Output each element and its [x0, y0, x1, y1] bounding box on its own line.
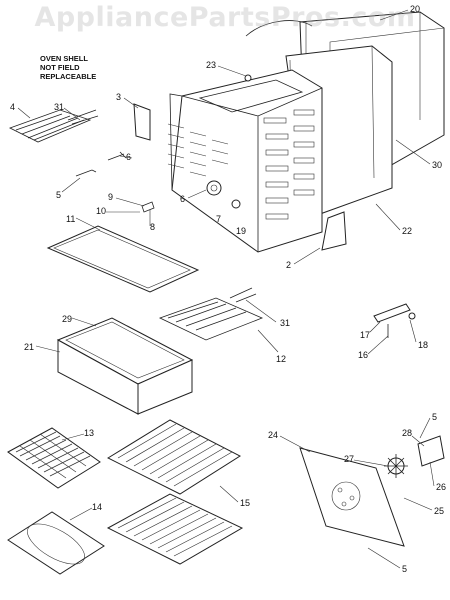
callout-12: 12 — [276, 354, 287, 364]
callout-15: 15 — [240, 498, 251, 508]
callout-23: 23 — [206, 60, 217, 70]
callout-10: 10 — [96, 206, 107, 216]
oven-cavity — [167, 69, 323, 253]
wire-part-20 — [245, 20, 313, 37]
callout-29: 29 — [62, 314, 73, 324]
callout-5c: 5 — [402, 564, 408, 574]
callout-4: 4 — [10, 102, 16, 112]
convection-hardware-part-17 — [373, 303, 416, 338]
callout-28: 28 — [402, 428, 413, 438]
bake-element-part-12 — [158, 287, 264, 341]
oven-rack-part-15-upper — [106, 419, 242, 495]
callout-5b: 5 — [432, 412, 438, 422]
callout-19: 19 — [236, 226, 247, 236]
callout-22: 22 — [402, 226, 413, 236]
callout-11: 11 — [66, 214, 76, 224]
broiler-pan-insert-part-14 — [7, 511, 105, 575]
callout-25: 25 — [434, 506, 445, 516]
callout-24: 24 — [268, 430, 279, 440]
convection-fan-cover-part-25 — [299, 447, 405, 547]
fan-blade-part-27 — [384, 454, 408, 478]
oven-shell-note: OVEN SHELL NOT FIELD REPLACEABLE — [40, 54, 97, 81]
oven-rack-part-15-lower — [106, 493, 244, 565]
callout-31b: 31 — [280, 318, 291, 328]
callout-7: 7 — [216, 214, 222, 224]
bracket-part-2 — [321, 211, 347, 251]
bracket-part-3 — [133, 103, 151, 141]
callout-2: 2 — [286, 260, 292, 270]
door-glass-part-11 — [46, 225, 200, 293]
grommet-part-23 — [244, 74, 252, 82]
callout-20: 20 — [410, 4, 421, 14]
callout-21: 21 — [24, 342, 35, 352]
callout-26: 26 — [436, 482, 447, 492]
callout-16: 16 — [358, 350, 369, 360]
screw-part-5 — [75, 169, 97, 177]
callout-31a: 31 — [54, 102, 65, 112]
callout-3: 3 — [116, 92, 122, 102]
callout-9: 9 — [108, 192, 114, 202]
callout-5a: 5 — [56, 190, 62, 200]
callout-6: 6 — [126, 152, 132, 162]
callout-30: 30 — [432, 160, 443, 170]
callout-13: 13 — [84, 428, 95, 438]
broil-element-part-4 — [8, 109, 99, 143]
broiler-pan-part-13 — [7, 427, 101, 489]
fan-motor-part-26 — [417, 435, 445, 467]
callout-27: 27 — [344, 454, 355, 464]
clip-part-9 — [141, 201, 155, 213]
callout-8: 8 — [150, 222, 156, 232]
callout-6b: 6 — [180, 194, 186, 204]
storage-drawer-part-21 — [56, 317, 194, 415]
callout-14: 14 — [92, 502, 103, 512]
callout-17: 17 — [360, 330, 371, 340]
callout-18: 18 — [418, 340, 429, 350]
bracket-part-6 — [107, 151, 127, 161]
